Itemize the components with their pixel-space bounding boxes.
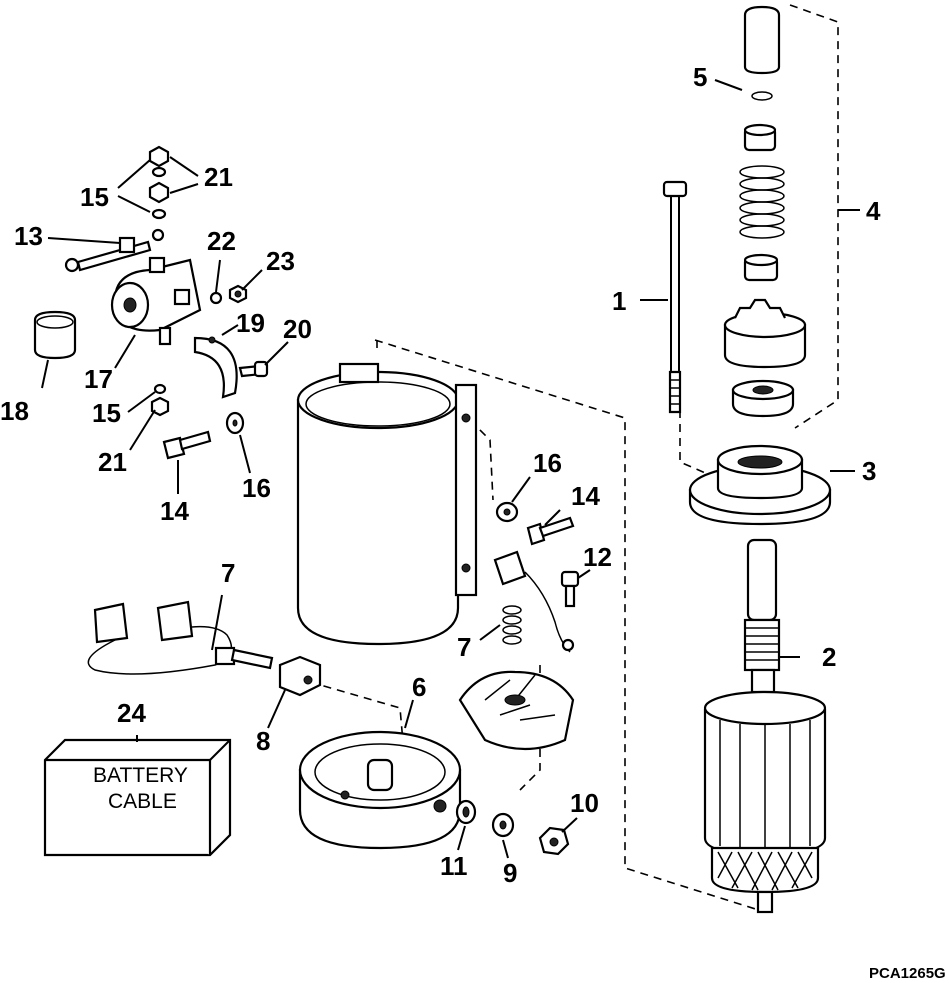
drive-assembly xyxy=(723,5,807,418)
brush-plate xyxy=(458,670,575,751)
thru-bolt xyxy=(662,180,688,414)
drawing-code: PCA1265G xyxy=(869,965,946,982)
label-3: 3 xyxy=(862,456,876,486)
label-6: 6 xyxy=(412,672,426,702)
label-19: 19 xyxy=(236,308,265,338)
label-15-lower: 15 xyxy=(92,398,121,428)
label-14-left: 14 xyxy=(160,496,189,526)
label-17: 17 xyxy=(84,364,113,394)
screw-20 xyxy=(238,360,269,378)
washer-11 xyxy=(455,799,477,825)
label-7-left: 7 xyxy=(221,558,235,588)
battery-box-line1: BATTERY xyxy=(93,764,188,787)
drive-spring xyxy=(739,165,785,239)
drive-end-cap xyxy=(688,444,832,526)
washer-15-lower xyxy=(153,383,167,395)
leader-lines xyxy=(41,79,860,859)
nut-10 xyxy=(538,826,570,856)
battery-cable-box xyxy=(43,738,232,857)
label-21-lower: 21 xyxy=(98,447,127,477)
brush-and-spring xyxy=(493,550,575,653)
motor-frame xyxy=(296,362,478,646)
label-16-right: 16 xyxy=(533,448,562,478)
label-22: 22 xyxy=(207,226,236,256)
label-4: 4 xyxy=(866,196,881,226)
battery-box-line2: CABLE xyxy=(108,790,177,813)
label-8: 8 xyxy=(256,726,270,756)
label-24: 24 xyxy=(117,698,146,728)
nut-21-top xyxy=(148,145,170,204)
washer-15-top xyxy=(151,166,167,220)
commutator-end-cap xyxy=(298,730,462,850)
solenoid xyxy=(110,256,202,346)
label-23: 23 xyxy=(266,246,295,276)
bolt-14-right xyxy=(526,516,575,546)
label-11: 11 xyxy=(440,851,468,881)
armature xyxy=(703,538,827,914)
label-10: 10 xyxy=(570,788,599,818)
label-5: 5 xyxy=(693,62,707,92)
label-20: 20 xyxy=(283,314,312,344)
screw-12 xyxy=(560,570,580,608)
label-12: 12 xyxy=(583,542,612,572)
label-9: 9 xyxy=(503,858,517,888)
label-1: 1 xyxy=(612,286,626,316)
label-7-right: 7 xyxy=(457,632,471,662)
label-14-right: 14 xyxy=(571,481,600,511)
label-18: 18 xyxy=(0,396,29,426)
nut-22 xyxy=(209,291,223,305)
part-number-labels: 1 2 3 4 5 6 7 7 8 9 10 11 12 13 14 14 15… xyxy=(0,62,881,888)
washer-16-right xyxy=(495,501,519,523)
washer-16-left xyxy=(225,411,245,435)
nut-21-lower xyxy=(150,396,170,417)
label-2: 2 xyxy=(822,642,836,672)
label-13: 13 xyxy=(14,221,43,251)
bracket-19 xyxy=(193,336,238,399)
terminal-stud-13 xyxy=(64,228,165,273)
label-15-top: 15 xyxy=(80,182,109,212)
label-16-left: 16 xyxy=(242,473,271,503)
label-21-top: 21 xyxy=(204,162,233,192)
brush-set-left xyxy=(87,600,274,675)
washer-9 xyxy=(491,812,515,838)
boot-18 xyxy=(33,310,77,360)
bracket-8 xyxy=(278,655,322,697)
bolt-14-left xyxy=(162,430,212,460)
